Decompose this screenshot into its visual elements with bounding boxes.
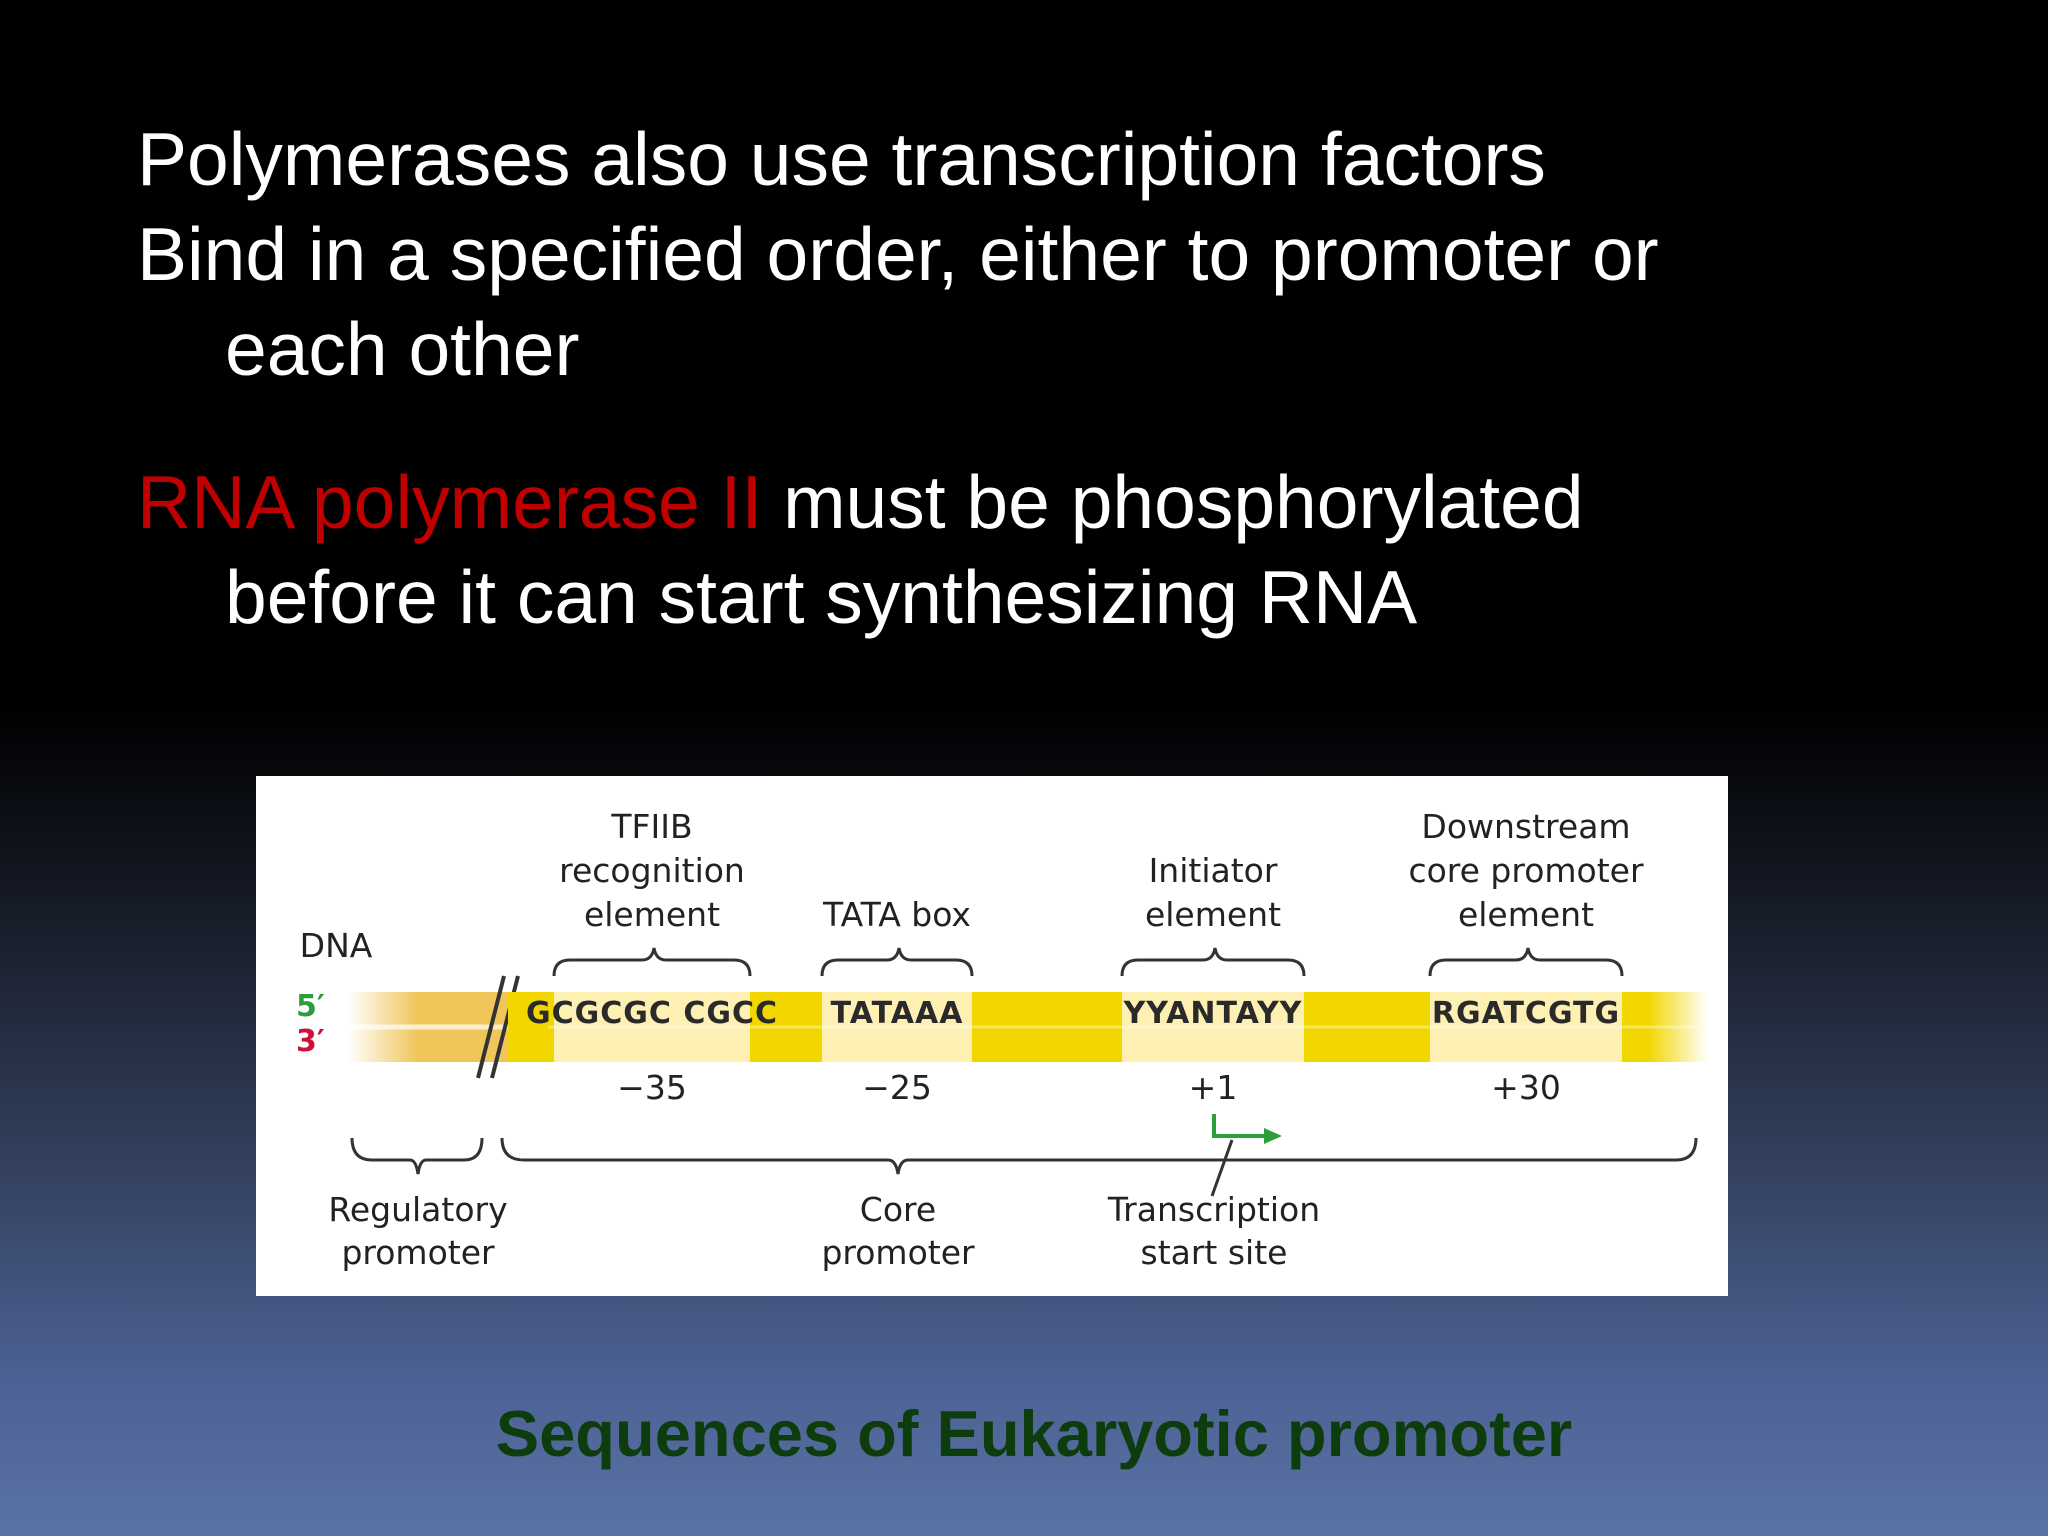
- core-promoter-brace: [500, 1137, 1698, 1175]
- three-prime-label: 3′: [296, 1024, 325, 1059]
- downstream-sequence: RGATCGTG: [1432, 996, 1620, 1031]
- downstream-label-line1: Downstream: [1421, 807, 1630, 846]
- bullet-list: Polymerases also use transcription facto…: [137, 112, 1937, 645]
- bullet-3-rest: must be phosphorylated: [762, 460, 1584, 544]
- tfiib-label-line1: TFIIB: [610, 807, 692, 846]
- promoter-diagram-svg: DNA 5′ 3′ GCGCGC CGCC TATAAA YYANTAYY RG…: [296, 807, 1708, 1272]
- tfiib-sequence: GCGCGC CGCC: [526, 996, 778, 1031]
- initiator-sequence: YYANTAYY: [1123, 996, 1303, 1031]
- regulatory-label-line2: promoter: [341, 1233, 495, 1272]
- core-label-line1: Core: [860, 1190, 936, 1229]
- tss-pointer-line: [1210, 1139, 1234, 1197]
- bullet-3: RNA polymerase II must be phosphorylated: [137, 455, 1937, 550]
- regulatory-label-line1: Regulatory: [328, 1190, 507, 1229]
- figure-caption: Sequences of Eukaryotic promoter: [495, 1397, 1573, 1470]
- tata-sequence: TATAAA: [831, 996, 964, 1031]
- bullet-2-continued: each other: [225, 307, 580, 391]
- tss-label-line1: Transcription: [1107, 1190, 1320, 1229]
- tata-position: −25: [862, 1068, 932, 1107]
- tfiib-label-line3: element: [584, 895, 720, 934]
- initiator-label-line1: Initiator: [1149, 851, 1278, 890]
- tfiib-bracket: [552, 947, 752, 977]
- regulatory-brace: [350, 1137, 484, 1175]
- downstream-label-line3: element: [1458, 895, 1594, 934]
- promoter-diagram: DNA 5′ 3′ GCGCGC CGCC TATAAA YYANTAYY RG…: [256, 776, 1728, 1296]
- rna-polymerase-highlight: RNA polymerase II: [137, 460, 763, 544]
- tfiib-element-box: [554, 992, 750, 1062]
- transcription-start-arrow: [1212, 1114, 1268, 1138]
- tata-label: TATA box: [822, 895, 971, 934]
- initiator-bracket: [1120, 947, 1306, 977]
- downstream-label-line2: core promoter: [1408, 851, 1644, 890]
- bullet-1: Polymerases also use transcription facto…: [137, 117, 1546, 201]
- downstream-element-box: [1430, 992, 1622, 1062]
- tata-bracket: [820, 947, 974, 977]
- bullet-2: Bind in a specified order, either to pro…: [137, 212, 1659, 296]
- tss-label-line2: start site: [1141, 1233, 1288, 1272]
- tata-box-element: [822, 992, 972, 1062]
- initiator-position: +1: [1189, 1068, 1238, 1107]
- transcription-arrow-head: [1264, 1128, 1282, 1144]
- downstream-position: +30: [1491, 1068, 1561, 1107]
- five-prime-label: 5′: [296, 989, 325, 1024]
- tfiib-label-line2: recognition: [559, 851, 745, 890]
- initiator-label-line2: element: [1145, 895, 1281, 934]
- downstream-bracket: [1428, 947, 1624, 977]
- bullet-3-continued: before it can start synthesizing RNA: [225, 555, 1418, 639]
- initiator-element-box: [1122, 992, 1304, 1062]
- dna-label: DNA: [300, 926, 373, 965]
- core-label-line2: promoter: [821, 1233, 975, 1272]
- break-mark-left: [476, 975, 506, 1079]
- downstream-dna-fade: [1648, 992, 1708, 1062]
- tfiib-position: −35: [617, 1068, 687, 1107]
